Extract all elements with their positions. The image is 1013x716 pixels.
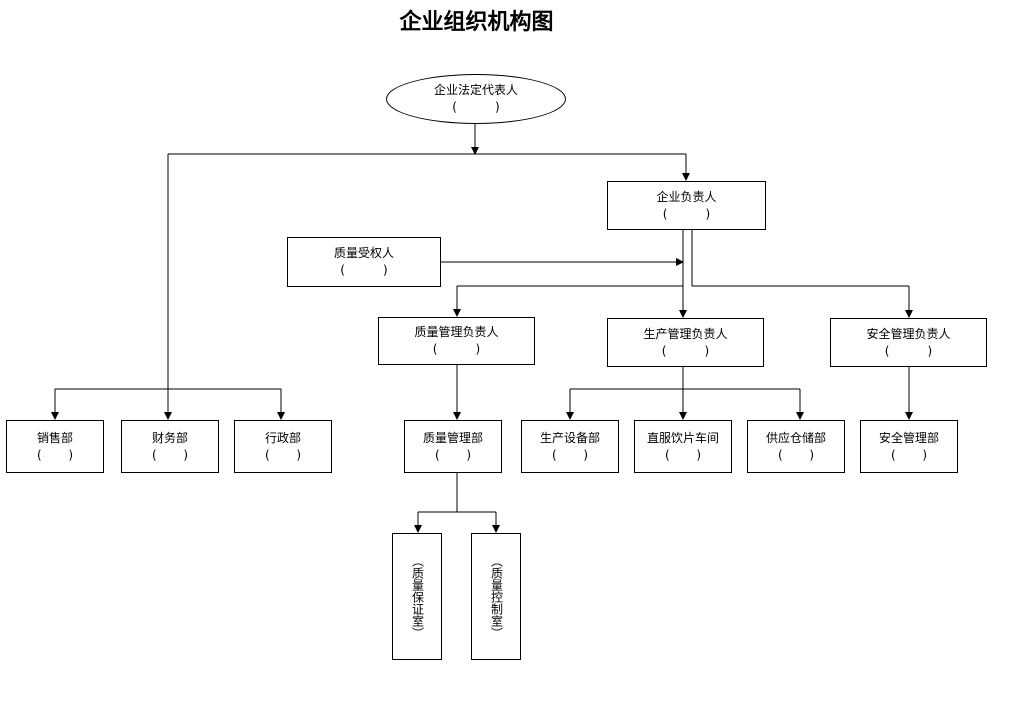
quality-management-department-node: 质量管理部 ( ) [404,420,502,473]
node-blank: ( ) [432,342,481,356]
quality-authorized-person-node: 质量受权人 ( ) [287,237,441,287]
node-label: 供应仓储部 [765,430,826,445]
node-blank: ( ) [551,447,589,462]
quality-assurance-room-node: （质量保证室） [392,533,442,660]
node-blank: ( ) [777,447,815,462]
node-label: 安全管理部 [878,430,939,445]
production-management-head-node: 生产管理负责人 ( ) [607,318,764,367]
node-label: 直服饮片车间 [646,430,719,445]
enterprise-head-node: 企业负责人 ( ) [607,181,766,230]
node-label: 企业负责人 [656,189,717,204]
sales-department-node: 销售部 ( ) [6,420,104,473]
node-label: 质量管理负责人 [414,325,499,339]
node-label: （质量保证室） [410,554,425,639]
safety-management-head-node: 安全管理负责人 ( ) [830,318,987,367]
node-label: 生产设备部 [539,430,600,445]
node-label: 质量管理部 [422,430,483,445]
node-label: 销售部 [36,430,73,445]
node-label: （质量控制室） [489,554,504,639]
node-blank: ( ) [884,343,933,358]
node-blank: ( ) [662,206,711,221]
node-label: 行政部 [264,430,301,445]
admin-department-node: 行政部 ( ) [234,420,332,473]
finance-department-node: 财务部 ( ) [121,420,219,473]
node-label: 质量受权人 [333,246,394,260]
production-equipment-department-node: 生产设备部 ( ) [521,420,619,473]
supply-storage-department-node: 供应仓储部 ( ) [747,420,845,473]
node-blank: ( ) [890,447,928,462]
node-blank: ( ) [452,100,500,114]
quality-management-head-node: 质量管理负责人 ( ) [378,317,535,365]
safety-management-department-node: 安全管理部 ( ) [860,420,958,473]
node-blank: ( ) [340,263,388,277]
node-blank: ( ) [151,447,189,462]
node-label: 企业法定代表人 [433,83,518,97]
chart-title: 企业组织机构图 [399,10,554,35]
decoction-workshop-node: 直服饮片车间 ( ) [634,420,732,473]
node-blank: ( ) [661,343,710,358]
node-blank: ( ) [264,447,302,462]
quality-control-room-node: （质量控制室） [471,533,521,660]
legal-representative-node: 企业法定代表人 ( ) [386,74,566,124]
node-blank: ( ) [664,447,702,462]
node-blank: ( ) [36,447,74,462]
node-label: 安全管理负责人 [866,326,951,341]
node-blank: ( ) [434,447,472,462]
node-label: 生产管理负责人 [643,326,728,341]
node-label: 财务部 [151,430,188,445]
